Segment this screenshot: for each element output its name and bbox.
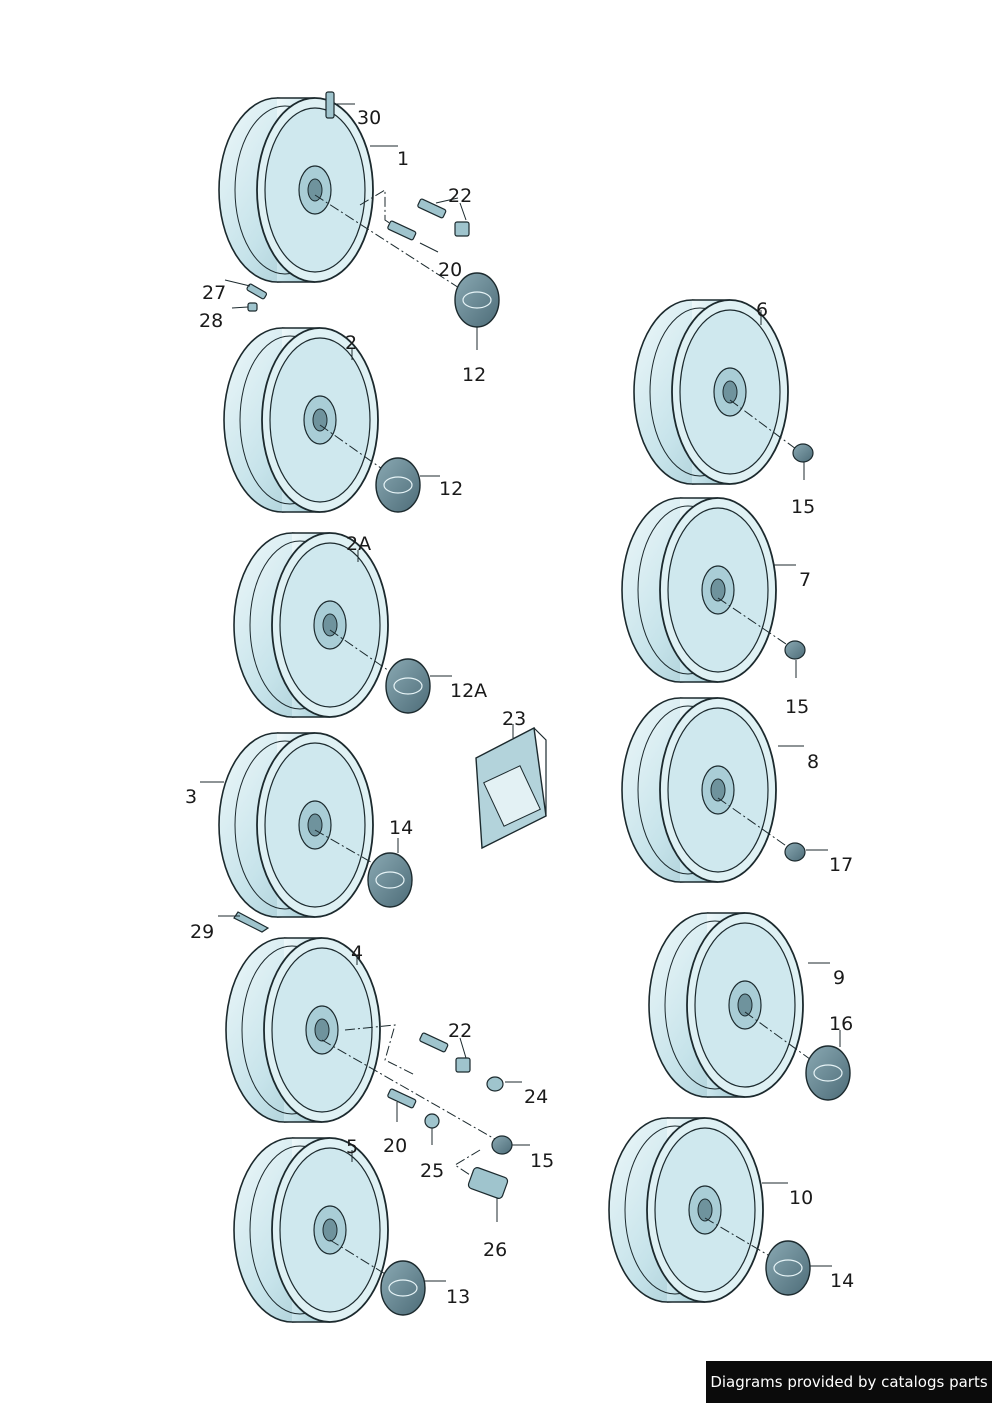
cap-12a	[385, 658, 431, 714]
callout-22: 22	[448, 1020, 473, 1042]
callout-24: 24	[524, 1086, 549, 1108]
callout-20: 20	[383, 1135, 408, 1157]
callout-15: 15	[791, 496, 816, 518]
cap-14-left	[367, 852, 413, 908]
callout-15: 15	[785, 696, 810, 718]
callout-1: 1	[397, 148, 410, 170]
wheel-2a	[233, 532, 389, 718]
callout-25: 25	[420, 1160, 445, 1182]
wheel-8	[621, 697, 777, 883]
callout-14: 14	[389, 817, 414, 839]
callout-17: 17	[829, 854, 854, 876]
small-parts	[233, 91, 509, 1199]
wheel-10	[608, 1117, 764, 1303]
callout-20: 20	[438, 259, 463, 281]
callout-8: 8	[807, 751, 820, 773]
accessory-package	[475, 726, 547, 850]
cap-15-a	[792, 443, 814, 463]
callout-12: 12	[439, 478, 464, 500]
callout-29: 29	[190, 921, 215, 943]
callout-10: 10	[789, 1187, 814, 1209]
callout-22: 22	[448, 185, 473, 207]
callout-27: 27	[202, 282, 227, 304]
callout-4: 4	[351, 942, 364, 964]
cap-12-top	[454, 272, 500, 328]
cap-15-b	[784, 640, 806, 660]
wheel-1	[218, 97, 374, 283]
callout-28: 28	[199, 310, 224, 332]
wheel-4	[225, 937, 381, 1123]
wheel-5	[233, 1137, 389, 1323]
wheel-2	[223, 327, 379, 513]
wheel-6	[633, 299, 789, 485]
callout-13: 13	[446, 1286, 471, 1308]
cap-16	[805, 1045, 851, 1101]
callout-6: 6	[756, 299, 769, 321]
wheel-9	[648, 912, 804, 1098]
leader-lines	[200, 103, 841, 1282]
callout-15: 15	[530, 1150, 555, 1172]
callout-30: 30	[357, 107, 382, 129]
callout-14: 14	[830, 1270, 855, 1292]
wheel-3	[218, 732, 374, 918]
callout-26: 26	[483, 1239, 508, 1261]
credit-banner: Diagrams provided by catalogs parts	[706, 1361, 992, 1403]
callout-12a: 12A	[450, 680, 488, 702]
callout-9: 9	[833, 967, 846, 989]
cap-13	[380, 1260, 426, 1316]
callout-5: 5	[346, 1136, 359, 1158]
cap-14-right	[765, 1240, 811, 1296]
cap-15-c	[491, 1135, 513, 1155]
callout-16: 16	[829, 1013, 854, 1035]
callout-2a: 2A	[346, 533, 372, 555]
callout-7: 7	[799, 569, 812, 591]
callout-3: 3	[185, 786, 198, 808]
callout-2: 2	[345, 332, 358, 354]
cap-12	[375, 457, 421, 513]
callout-12: 12	[462, 364, 487, 386]
cap-17	[784, 842, 806, 862]
wheel-7	[621, 497, 777, 683]
callout-23: 23	[502, 708, 527, 730]
